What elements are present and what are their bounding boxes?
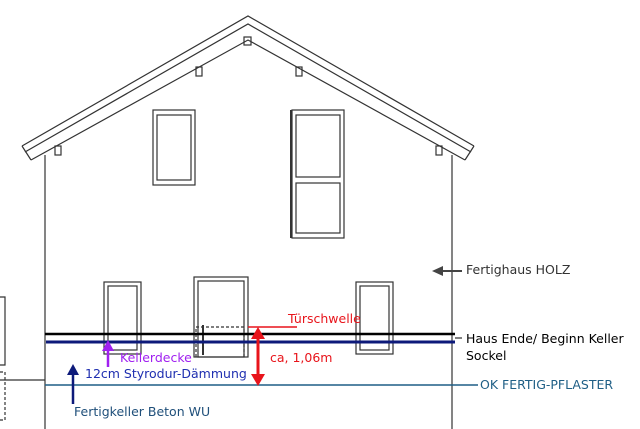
label-fertigkeller: Fertigkeller Beton WU — [74, 404, 211, 419]
window — [103, 281, 142, 355]
window — [291, 109, 345, 239]
arrow-up-icon — [251, 327, 265, 339]
label-daemmung: 12cm Styrodur-Dämmung — [85, 366, 247, 381]
window — [355, 281, 394, 355]
arrow-up-icon — [102, 340, 114, 351]
label-sockel: Sockel — [466, 348, 507, 363]
label-hoehe: ca, 1,06m — [270, 350, 333, 365]
roof-underside — [30, 39, 466, 161]
label-pflaster: OK FERTIG-PFLASTER — [480, 377, 614, 392]
roof-outer — [21, 15, 475, 147]
arrow-up-icon — [67, 364, 79, 375]
label-tuerschwelle: Türschwelle — [288, 311, 361, 326]
label-kellerdecke: Kellerdecke — [120, 350, 192, 365]
label-fertighaus: Fertighaus HOLZ — [466, 262, 571, 277]
arrow-icon — [432, 266, 443, 276]
window — [152, 109, 196, 186]
label-haus-ende: Haus Ende/ Beginn Keller — [466, 331, 624, 346]
roof-inner — [24, 23, 472, 153]
arrow-down-icon — [251, 374, 265, 386]
